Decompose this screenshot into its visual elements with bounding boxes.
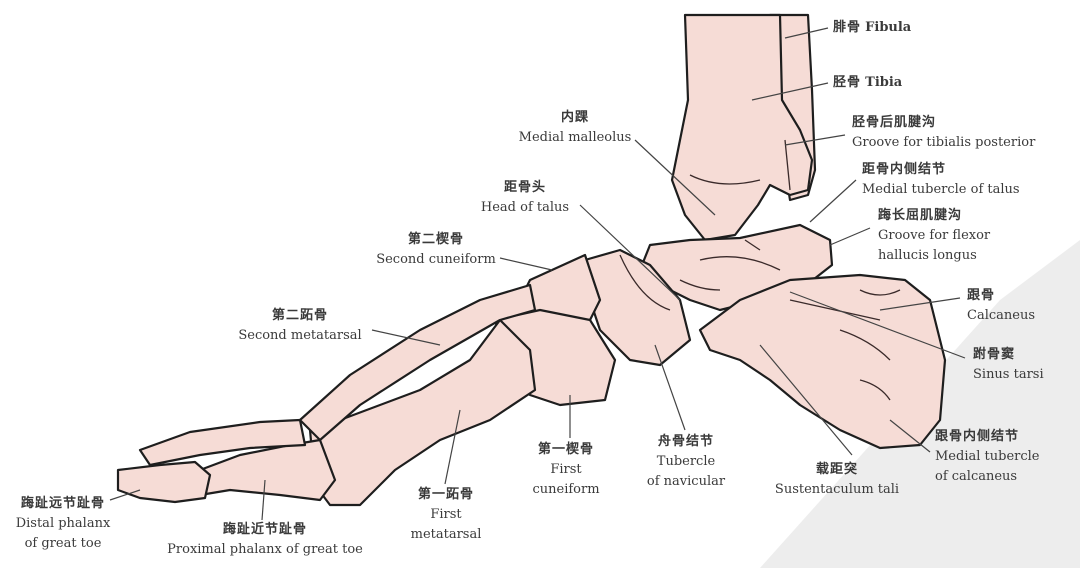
second-metatarsal-shape [298,283,537,442]
label-en: Sinus tarsi [973,367,1044,382]
label-tubercle-navicular: 舟骨结节 Tubercle of navicular [647,432,725,492]
label-zh: 踇趾远节趾骨 [20,496,106,511]
label-en: Proximal phalanx of great toe [167,542,363,557]
label-zh: 踇趾近节趾骨 [222,522,307,537]
label-en: Head of talus [480,200,570,215]
label-en: metatarsal [410,527,482,542]
label-en: of great toe [24,536,102,551]
label-en: Groove for tibialis posterior [852,135,1036,150]
label-en: Medial tubercle [935,449,1040,464]
label-zh: 距骨内侧结节 [862,162,947,177]
lesser-toes-shape [138,418,307,467]
label-en: Calcaneus [967,308,1035,323]
label-zh: 第二跖骨 [271,308,329,323]
tibia-shape [670,13,814,242]
label-en: Second cuneiform [376,252,496,267]
label-first-metatarsal: 第一跖骨 First metatarsal [411,485,482,545]
label-zh: 内踝 [560,110,590,125]
first-metatarsal-shape [308,318,537,507]
label-en: Tibia [865,75,903,90]
calcaneus-shape [698,273,947,450]
label-zh: 胫骨 [833,75,862,90]
label-en: First [430,507,462,522]
label-en: cuneiform [532,482,600,497]
label-head-of-talus: 距骨头 Head of talus [481,178,569,218]
label-en: Sustentaculum tali [774,482,900,497]
label-en: Medial malleolus [518,130,632,145]
label-distal-phalanx: 踇趾远节趾骨 Distal phalanx of great toe [16,494,111,554]
label-en: Tubercle [656,454,716,469]
label-zh: 距骨头 [503,180,546,195]
label-groove-tibialis-posterior: 胫骨后肌腱沟 Groove for tibialis posterior [852,113,1035,153]
label-medial-malleolus: 内踝 Medial malleolus [519,108,632,148]
label-sustentaculum-tali: 载距突 Sustentaculum tali [775,460,899,500]
label-en: First [550,462,582,477]
label-fibula: 腓骨 Fibula [833,18,911,38]
label-en: Second metatarsal [238,328,362,343]
label-medial-tubercle-talus: 距骨内侧结节 Medial tubercle of talus [862,160,1020,200]
label-zh: 胫骨后肌腱沟 [852,115,937,130]
label-en: Groove for flexor [878,228,991,243]
label-zh: 载距突 [815,462,858,477]
label-en: of navicular [646,474,726,489]
label-en: Distal phalanx [15,516,111,531]
label-second-metatarsal: 第二跖骨 Second metatarsal [238,306,361,346]
label-second-cuneiform: 第二楔骨 Second cuneiform [376,230,496,270]
label-zh: 跗骨窦 [973,347,1016,362]
distal-phalanx-shape [116,460,212,504]
label-zh: 第一跖骨 [417,487,475,502]
label-proximal-phalanx: 踇趾近节趾骨 Proximal phalanx of great toe [167,520,363,560]
label-zh: 跟骨内侧结节 [935,429,1020,444]
label-zh: 跟骨 [967,288,996,303]
label-sinus-tarsi: 跗骨窦 Sinus tarsi [973,345,1044,385]
proximal-phalanx-shape [198,438,337,502]
label-zh: 第二楔骨 [407,232,464,247]
label-en: hallucis longus [878,248,977,263]
leader-lines [109,27,966,521]
label-calcaneus: 跟骨 Calcaneus [967,286,1035,326]
label-zh: 舟骨结节 [657,434,715,449]
label-groove-flexor: 踇长屈肌腱沟 Groove for flexor hallucis longus [878,206,990,266]
label-tibia: 胫骨 Tibia [833,73,902,93]
label-first-cuneiform: 第一楔骨 First cuneiform [532,440,599,500]
label-medial-tubercle-calcaneus: 跟骨内侧结节 Medial tubercle of calcaneus [935,427,1039,487]
label-zh: 腓骨 [833,20,862,35]
label-zh: 踇长屈肌腱沟 [878,208,963,223]
label-en: Medial tubercle of talus [862,182,1020,197]
label-en: Fibula [865,20,912,35]
label-zh: 第一楔骨 [537,442,594,457]
label-en: of calcaneus [935,469,1018,484]
